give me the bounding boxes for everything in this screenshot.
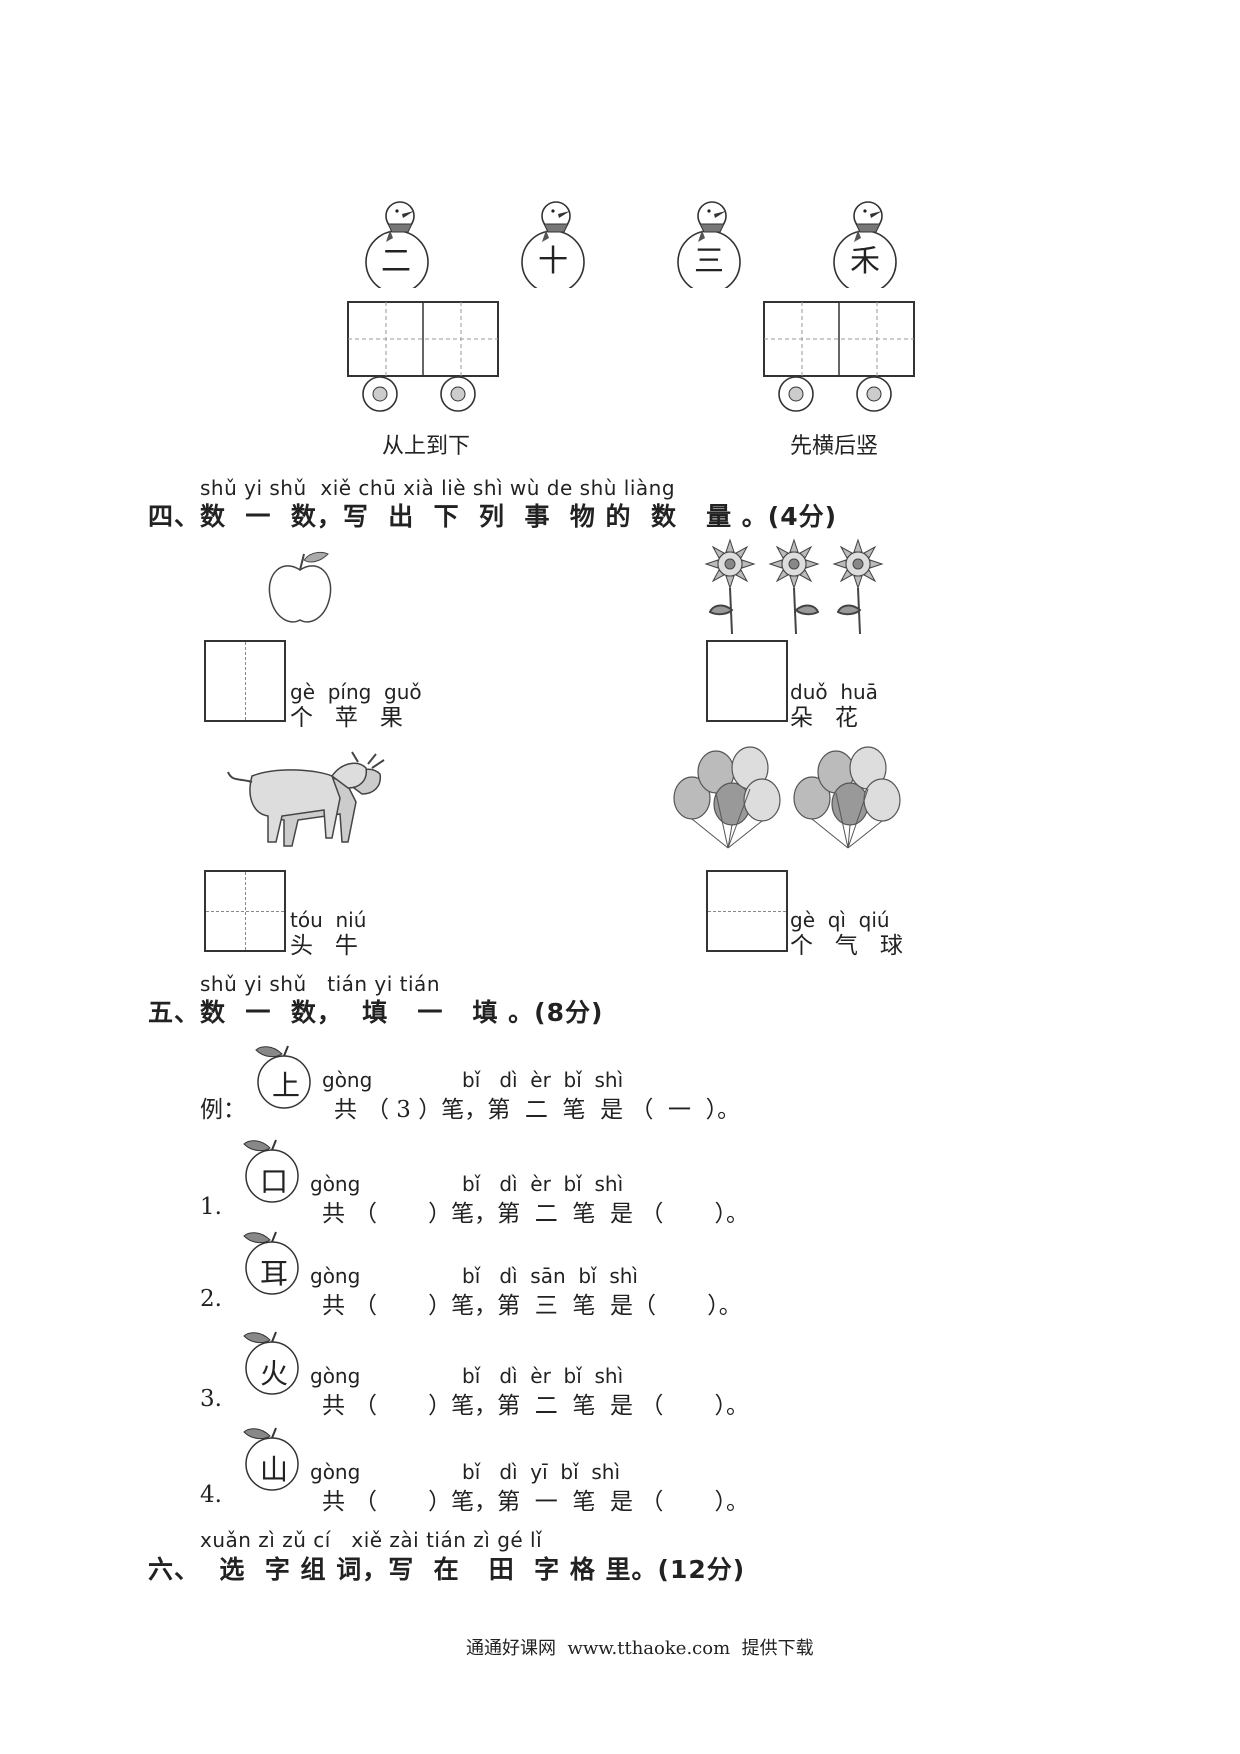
answer-box-apple[interactable] [204, 640, 286, 722]
question-gong-pinyin: gòng [310, 1172, 361, 1196]
question-char: 火 [260, 1357, 289, 1390]
apple-char-icon [243, 1231, 299, 1295]
apple-hanzi: 个 苹 果 [290, 705, 403, 731]
section4-pinyin: shǔ yi shǔ xiě chū xià liè shì wù de shù… [200, 476, 676, 500]
example-label: 例： [200, 1097, 246, 1123]
cows-hanzi: 头 牛 [290, 933, 358, 959]
flowers-pinyin: duǒ huā [790, 680, 878, 704]
cows-icon [227, 751, 385, 847]
question-gong-pinyin: gòng [310, 1364, 361, 1388]
section6-title: 六、 选 字 组 词，写 在 田 字 格 里。(12分) [148, 1555, 746, 1584]
cows-pinyin: tóu niú [290, 908, 367, 932]
snowman-icon [521, 201, 585, 288]
train-cart-right [763, 301, 915, 412]
train-cart-left [347, 301, 499, 412]
apple-char-icon [255, 1045, 311, 1109]
question-sentence[interactable]: （ ）笔，第 二 笔 是 （ ）。 [354, 1393, 750, 1419]
stroke-char-2: 十 [538, 244, 568, 279]
question-number: 3. [200, 1386, 222, 1412]
stroke-char-1: 二 [381, 244, 411, 279]
flowers-hanzi: 朵 花 [790, 705, 858, 731]
question-gong: 共 [322, 1393, 345, 1419]
example-char: 上 [272, 1069, 301, 1102]
balloons-icon [673, 746, 901, 849]
section4-title: 四、数 一 数，写 出 下 列 事 物 的 数 量 。(4分) [148, 502, 838, 531]
example-gong-pinyin: gòng [322, 1068, 373, 1092]
question-pinyin2: bǐ dì sān bǐ shì [462, 1264, 638, 1288]
question-number: 4. [200, 1482, 222, 1508]
question-gong: 共 [322, 1489, 345, 1515]
question-pinyin2: bǐ dì èr bǐ shì [462, 1172, 624, 1196]
apple-char-icon [243, 1331, 299, 1395]
answer-box-balloons[interactable] [706, 870, 788, 952]
question-sentence[interactable]: （ ）笔，第 一 笔 是 （ ）。 [354, 1489, 750, 1515]
apple-char-icon [243, 1427, 299, 1491]
apple-char-icon [243, 1139, 299, 1203]
question-sentence[interactable]: （ ）笔，第 三 笔 是（ ）。 [354, 1293, 742, 1319]
cart-left-caption: 从上到下 [382, 434, 471, 459]
question-char: 耳 [260, 1257, 289, 1290]
question-char: 口 [260, 1165, 289, 1198]
balloons-hanzi: 个 气 球 [790, 933, 903, 959]
question-sentence[interactable]: （ ）笔，第 二 笔 是 （ ）。 [354, 1201, 750, 1227]
question-gong-pinyin: gòng [310, 1264, 361, 1288]
snowman-icon [833, 201, 897, 288]
flowers-icon [704, 538, 884, 635]
cart-right-caption: 先横后竖 [790, 434, 879, 459]
apple-pinyin: gè píng guǒ [290, 680, 422, 704]
question-pinyin2: bǐ dì èr bǐ shì [462, 1364, 624, 1388]
stroke-char-3: 三 [694, 244, 724, 279]
answer-box-cows[interactable] [204, 870, 286, 952]
apple-icon [268, 551, 332, 623]
question-pinyin2: bǐ dì yī bǐ shì [462, 1460, 621, 1484]
section5-pinyin: shǔ yi shǔ tián yi tián [200, 972, 440, 996]
question-gong: 共 [322, 1201, 345, 1227]
example-sentence: （ 3 ）笔，第 二 笔 是 （ 一 ）。 [366, 1097, 741, 1123]
answer-box-flowers[interactable] [706, 640, 788, 722]
example-gong: 共 [334, 1097, 357, 1123]
page-footer: 通通好课网 www.tthaoke.com 提供下载 [466, 1638, 814, 1659]
snowman-icon [677, 201, 741, 288]
question-char: 山 [260, 1453, 289, 1486]
example-pinyin2: bǐ dì èr bǐ shì [462, 1068, 624, 1092]
balloons-pinyin: gè qì qiú [790, 908, 890, 932]
section6-pinyin: xuǎn zì zǔ cí xiě zài tián zì gé lǐ [200, 1528, 543, 1552]
question-gong: 共 [322, 1293, 345, 1319]
stroke-char-4: 禾 [850, 244, 880, 279]
question-gong-pinyin: gòng [310, 1460, 361, 1484]
question-number: 1. [200, 1194, 222, 1220]
section5-title: 五、数 一 数， 填 一 填 。(8分) [148, 998, 604, 1027]
question-number: 2. [200, 1286, 222, 1312]
snowman-icon [365, 201, 429, 288]
